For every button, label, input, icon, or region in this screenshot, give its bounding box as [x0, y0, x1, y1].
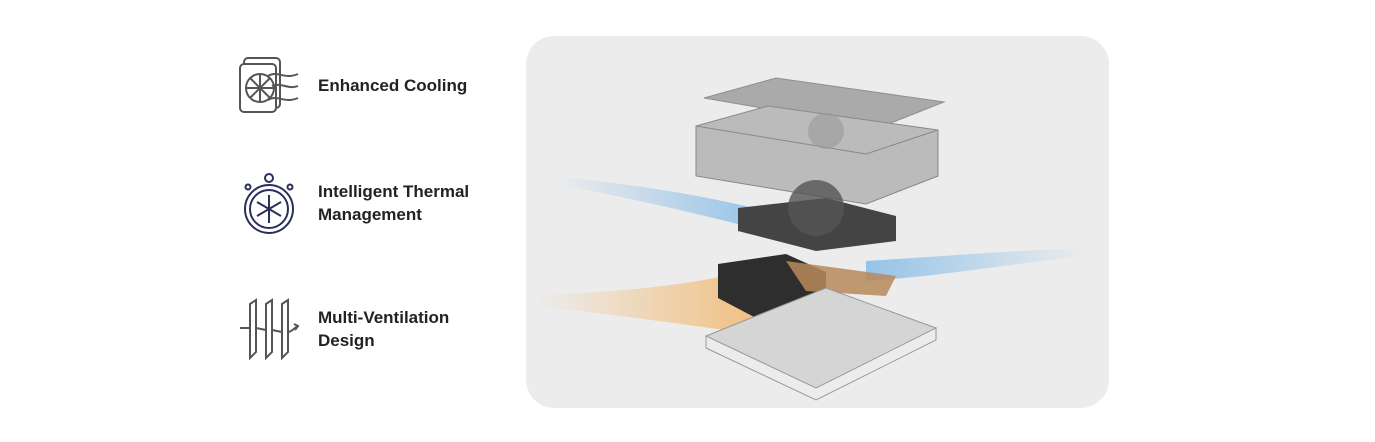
ventilation-panels-icon: [240, 298, 300, 360]
feature-label-line2: Management: [318, 205, 422, 224]
case-body: [695, 105, 939, 205]
feature-label: Enhanced Cooling: [318, 75, 468, 95]
fan-module: [738, 180, 896, 251]
fan-airflow-icon: [239, 57, 299, 113]
product-image-panel: [526, 36, 1109, 408]
exploded-mini-pc-illustration: [536, 77, 1086, 401]
feature-label-line1: Intelligent Thermal: [318, 182, 470, 201]
baseboard: [704, 287, 938, 401]
airflow-blue-left: [556, 176, 766, 231]
airflow-blue-right: [866, 248, 1086, 281]
feature-label-line2: Design: [318, 331, 375, 350]
stopwatch-snowflake-icon: [244, 173, 294, 234]
feature-multi-ventilation-design: Multi-Ventilation Design: [238, 298, 449, 360]
feature-label-line1: Multi-Ventilation: [318, 308, 450, 327]
airflow-orange: [536, 271, 766, 336]
feature-intelligent-thermal-management: Intelligent Thermal Management: [238, 172, 469, 234]
feature-enhanced-cooling: Enhanced Cooling: [238, 54, 467, 116]
